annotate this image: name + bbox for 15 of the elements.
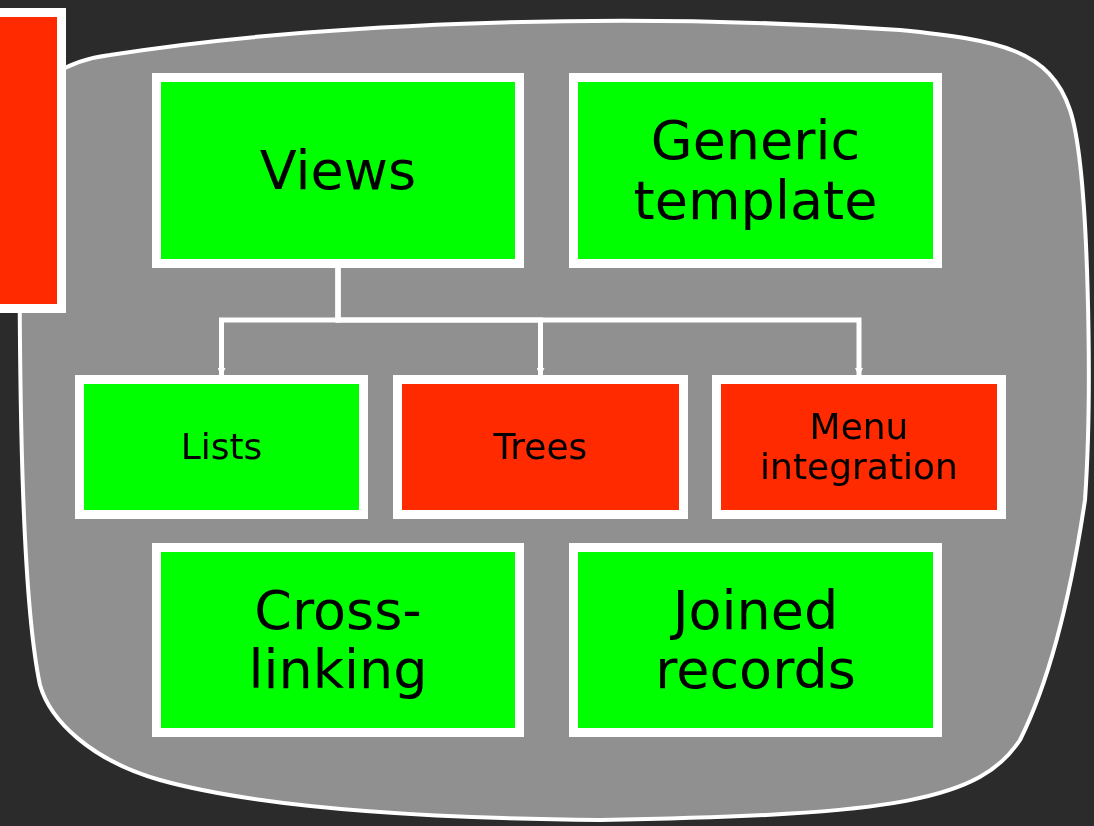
box bbox=[152, 73, 524, 268]
box bbox=[75, 375, 368, 519]
box bbox=[712, 375, 1006, 519]
box-label: Generic template bbox=[632, 111, 879, 230]
box-label: Trees bbox=[492, 427, 589, 467]
box-label: Cross-linking bbox=[247, 580, 429, 700]
box bbox=[569, 543, 942, 737]
box-label: Lists bbox=[179, 427, 264, 467]
box-label: Views bbox=[258, 140, 418, 201]
arrow bbox=[335, 268, 863, 376]
box bbox=[569, 73, 942, 268]
box-label: Menu integration bbox=[759, 407, 959, 487]
box-label: Joined records bbox=[654, 580, 857, 700]
box bbox=[393, 375, 688, 519]
box bbox=[152, 543, 524, 737]
